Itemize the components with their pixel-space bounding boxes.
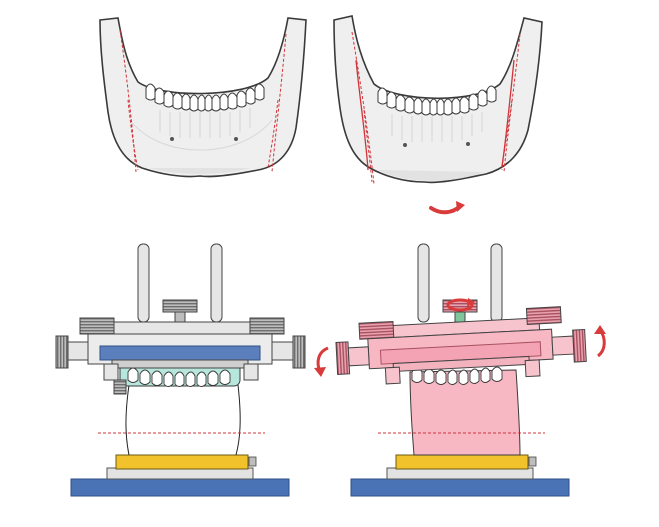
device-before	[55, 243, 306, 497]
post-right-b	[490, 243, 503, 323]
post-left-a	[137, 243, 150, 323]
lower-teeth-left	[145, 83, 265, 112]
base-plate-left	[70, 478, 290, 497]
rotation-arrow-icon	[446, 298, 475, 312]
mandible-before	[99, 17, 307, 178]
mandible-bone-right	[333, 15, 543, 184]
post-right-a	[417, 243, 430, 323]
shim-yellow-left	[115, 454, 249, 470]
lower-teeth-right	[377, 85, 497, 116]
rotation-arrow-icon	[429, 201, 465, 215]
curved-arrow-icon	[594, 325, 606, 358]
mandible-after	[333, 15, 543, 185]
blue-plate-left	[99, 345, 261, 361]
curved-arrow-icon	[314, 346, 329, 377]
device-after	[314, 243, 606, 497]
shim-yellow-right	[395, 454, 529, 470]
base-plate-right	[350, 478, 570, 497]
pink-cast-right	[409, 369, 521, 456]
cut-lines-left	[119, 29, 287, 173]
post-left-b	[210, 243, 223, 323]
